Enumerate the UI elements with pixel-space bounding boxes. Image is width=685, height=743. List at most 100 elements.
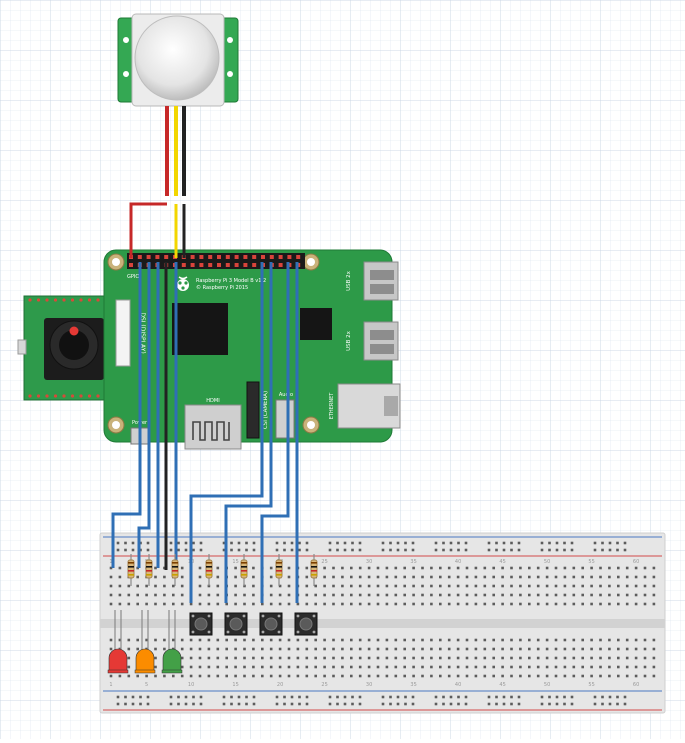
breadboard-hole bbox=[536, 602, 540, 606]
rail-hole bbox=[230, 695, 233, 699]
rail-hole bbox=[449, 695, 453, 699]
breadboard-hole bbox=[332, 566, 335, 570]
breadboard-hole bbox=[385, 566, 389, 570]
breadboard-hole bbox=[332, 593, 335, 597]
rail-hole bbox=[245, 548, 248, 552]
breadboard-hole bbox=[474, 674, 478, 678]
breadboard-hole bbox=[536, 593, 540, 597]
breadboard-hole bbox=[590, 593, 593, 597]
breadboard-hole bbox=[599, 575, 602, 579]
breadboard-hole bbox=[216, 584, 220, 588]
breadboard-hole bbox=[305, 593, 309, 597]
breadboard-hole bbox=[341, 674, 344, 678]
breadboard-hole bbox=[189, 656, 193, 660]
breadboard-hole bbox=[483, 602, 487, 606]
breadboard-hole bbox=[269, 575, 273, 579]
rail-hole bbox=[177, 702, 180, 706]
rail-hole bbox=[298, 695, 301, 699]
breadboard-hole bbox=[519, 584, 522, 588]
breadboard-hole bbox=[305, 638, 309, 642]
breadboard-hole bbox=[430, 566, 433, 570]
breadboard-hole bbox=[528, 584, 531, 588]
camera-pad bbox=[96, 394, 100, 398]
breadboard-hole bbox=[358, 656, 362, 660]
breadboard-hole bbox=[465, 593, 469, 597]
usb-port-2 bbox=[363, 321, 399, 361]
breadboard-hole bbox=[341, 575, 344, 579]
breadboard-hole bbox=[350, 602, 353, 606]
rail-hole bbox=[343, 548, 347, 552]
breadboard-hole bbox=[305, 566, 309, 570]
breadboard-hole bbox=[581, 665, 584, 669]
gpio-pin bbox=[146, 255, 151, 259]
gpio-pin bbox=[164, 255, 169, 259]
breadboard-hole bbox=[145, 674, 148, 678]
audio-jack bbox=[275, 399, 295, 439]
breadboard-hole bbox=[447, 575, 451, 579]
rail-hole bbox=[517, 695, 521, 699]
breadboard-hole bbox=[492, 665, 495, 669]
usb-port-1-slot-a bbox=[370, 270, 394, 280]
breadboard-hole bbox=[536, 674, 540, 678]
rail-hole bbox=[404, 548, 407, 552]
gpio-pin bbox=[278, 255, 283, 259]
breadboard-hole bbox=[501, 674, 504, 678]
rail-hole bbox=[124, 548, 127, 552]
csi-label: CSI (CAMERA) bbox=[263, 391, 269, 429]
breadboard-hole bbox=[367, 647, 371, 651]
led-red bbox=[107, 610, 129, 674]
breadboard-hole bbox=[278, 647, 282, 651]
breadboard-hole bbox=[207, 602, 211, 606]
rail-hole bbox=[192, 541, 195, 545]
breadboard-hole bbox=[145, 602, 148, 606]
breadboard-hole bbox=[261, 602, 264, 606]
breadboard-hole bbox=[323, 647, 326, 651]
breadboard-hole bbox=[287, 575, 291, 579]
breadboard-column-number: 45 bbox=[499, 682, 505, 688]
breadboard-hole bbox=[252, 674, 255, 678]
rail-hole bbox=[404, 702, 407, 706]
breadboard-hole bbox=[617, 638, 620, 642]
breadboard-hole bbox=[581, 584, 584, 588]
breadboard-hole bbox=[430, 665, 433, 669]
breadboard-hole bbox=[465, 584, 469, 588]
breadboard-hole bbox=[465, 575, 469, 579]
breadboard-hole bbox=[234, 575, 237, 579]
rail-hole bbox=[563, 541, 566, 545]
breadboard-hole bbox=[536, 656, 540, 660]
breadboard-hole bbox=[243, 638, 246, 642]
breadboard-hole bbox=[528, 674, 531, 678]
rail-hole bbox=[252, 702, 256, 706]
breadboard-hole bbox=[127, 674, 131, 678]
usb-port-2-slot-b bbox=[370, 344, 394, 354]
rail-hole bbox=[449, 548, 453, 552]
breadboard-hole bbox=[545, 566, 549, 570]
breadboard-hole bbox=[439, 602, 442, 606]
breadboard-hole bbox=[430, 638, 433, 642]
rail-hole bbox=[608, 702, 612, 706]
breadboard-hole bbox=[465, 656, 469, 660]
breadboard-hole bbox=[643, 674, 647, 678]
raspberry-logo-icon bbox=[177, 276, 189, 291]
rail-hole bbox=[548, 548, 551, 552]
wires bbox=[111, 106, 299, 603]
breadboard-hole bbox=[447, 638, 451, 642]
breadboard-hole bbox=[608, 566, 611, 570]
rail-hole bbox=[199, 702, 203, 706]
rail-hole bbox=[623, 695, 627, 699]
breadboard-hole bbox=[287, 584, 291, 588]
breadboard-hole bbox=[528, 656, 531, 660]
rail-hole bbox=[116, 548, 120, 552]
breadboard-hole bbox=[198, 575, 202, 579]
camera-pad bbox=[62, 394, 66, 398]
breadboard-hole bbox=[483, 665, 487, 669]
breadboard-hole bbox=[643, 647, 647, 651]
breadboard-hole bbox=[536, 665, 540, 669]
breadboard-hole bbox=[314, 593, 317, 597]
blue-wire bbox=[260, 262, 290, 603]
breadboard-hole bbox=[296, 602, 300, 606]
breadboard-hole bbox=[341, 638, 344, 642]
breadboard-hole bbox=[421, 566, 424, 570]
rail-hole bbox=[457, 541, 460, 545]
breadboard-hole bbox=[563, 593, 567, 597]
